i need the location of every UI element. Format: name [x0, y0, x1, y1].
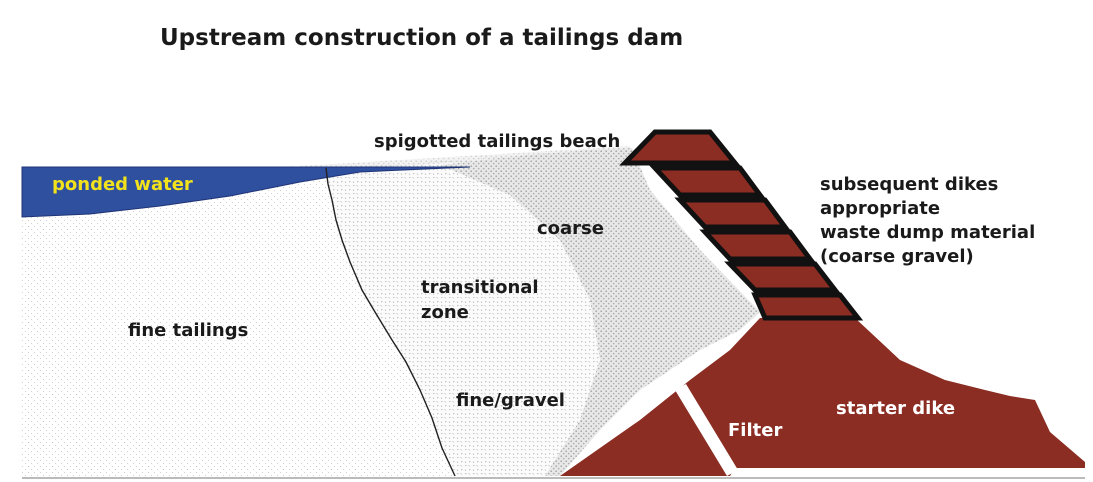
label-fine-gravel: fine/gravel: [456, 390, 565, 411]
subsequent-dikes: [619, 129, 864, 321]
fine-tailings-zone: [22, 166, 455, 476]
label-filter: Filter: [728, 420, 782, 441]
label-spigotted-beach: spigotted tailings beach: [374, 131, 620, 152]
page-title: Upstream construction of a tailings dam: [160, 25, 683, 51]
label-coarse: coarse: [537, 218, 604, 239]
starter-dike: [560, 318, 1085, 476]
label-transitional: transitional: [421, 277, 539, 298]
dike-1: [619, 129, 741, 166]
label-coarse-gravel: (coarse gravel): [820, 246, 974, 267]
label-zone: zone: [421, 302, 469, 323]
dam-outer-slope: [708, 131, 860, 319]
boundary-line: [325, 167, 456, 477]
label-appropriate: appropriate: [820, 198, 940, 219]
label-starter-dike: starter dike: [836, 398, 955, 419]
label-subsequent-dikes: subsequent dikes: [820, 174, 998, 195]
coarse-zone: [440, 148, 760, 476]
label-fine-tailings: fine tailings: [128, 320, 248, 341]
beach-surface: [300, 146, 632, 170]
label-waste-dump: waste dump material: [820, 222, 1035, 243]
ponded-water: [21, 166, 471, 218]
label-ponded-water: ponded water: [52, 174, 193, 195]
dike-2: [649, 165, 765, 198]
dike-3: [674, 197, 790, 230]
filter-stripe: [675, 384, 738, 476]
